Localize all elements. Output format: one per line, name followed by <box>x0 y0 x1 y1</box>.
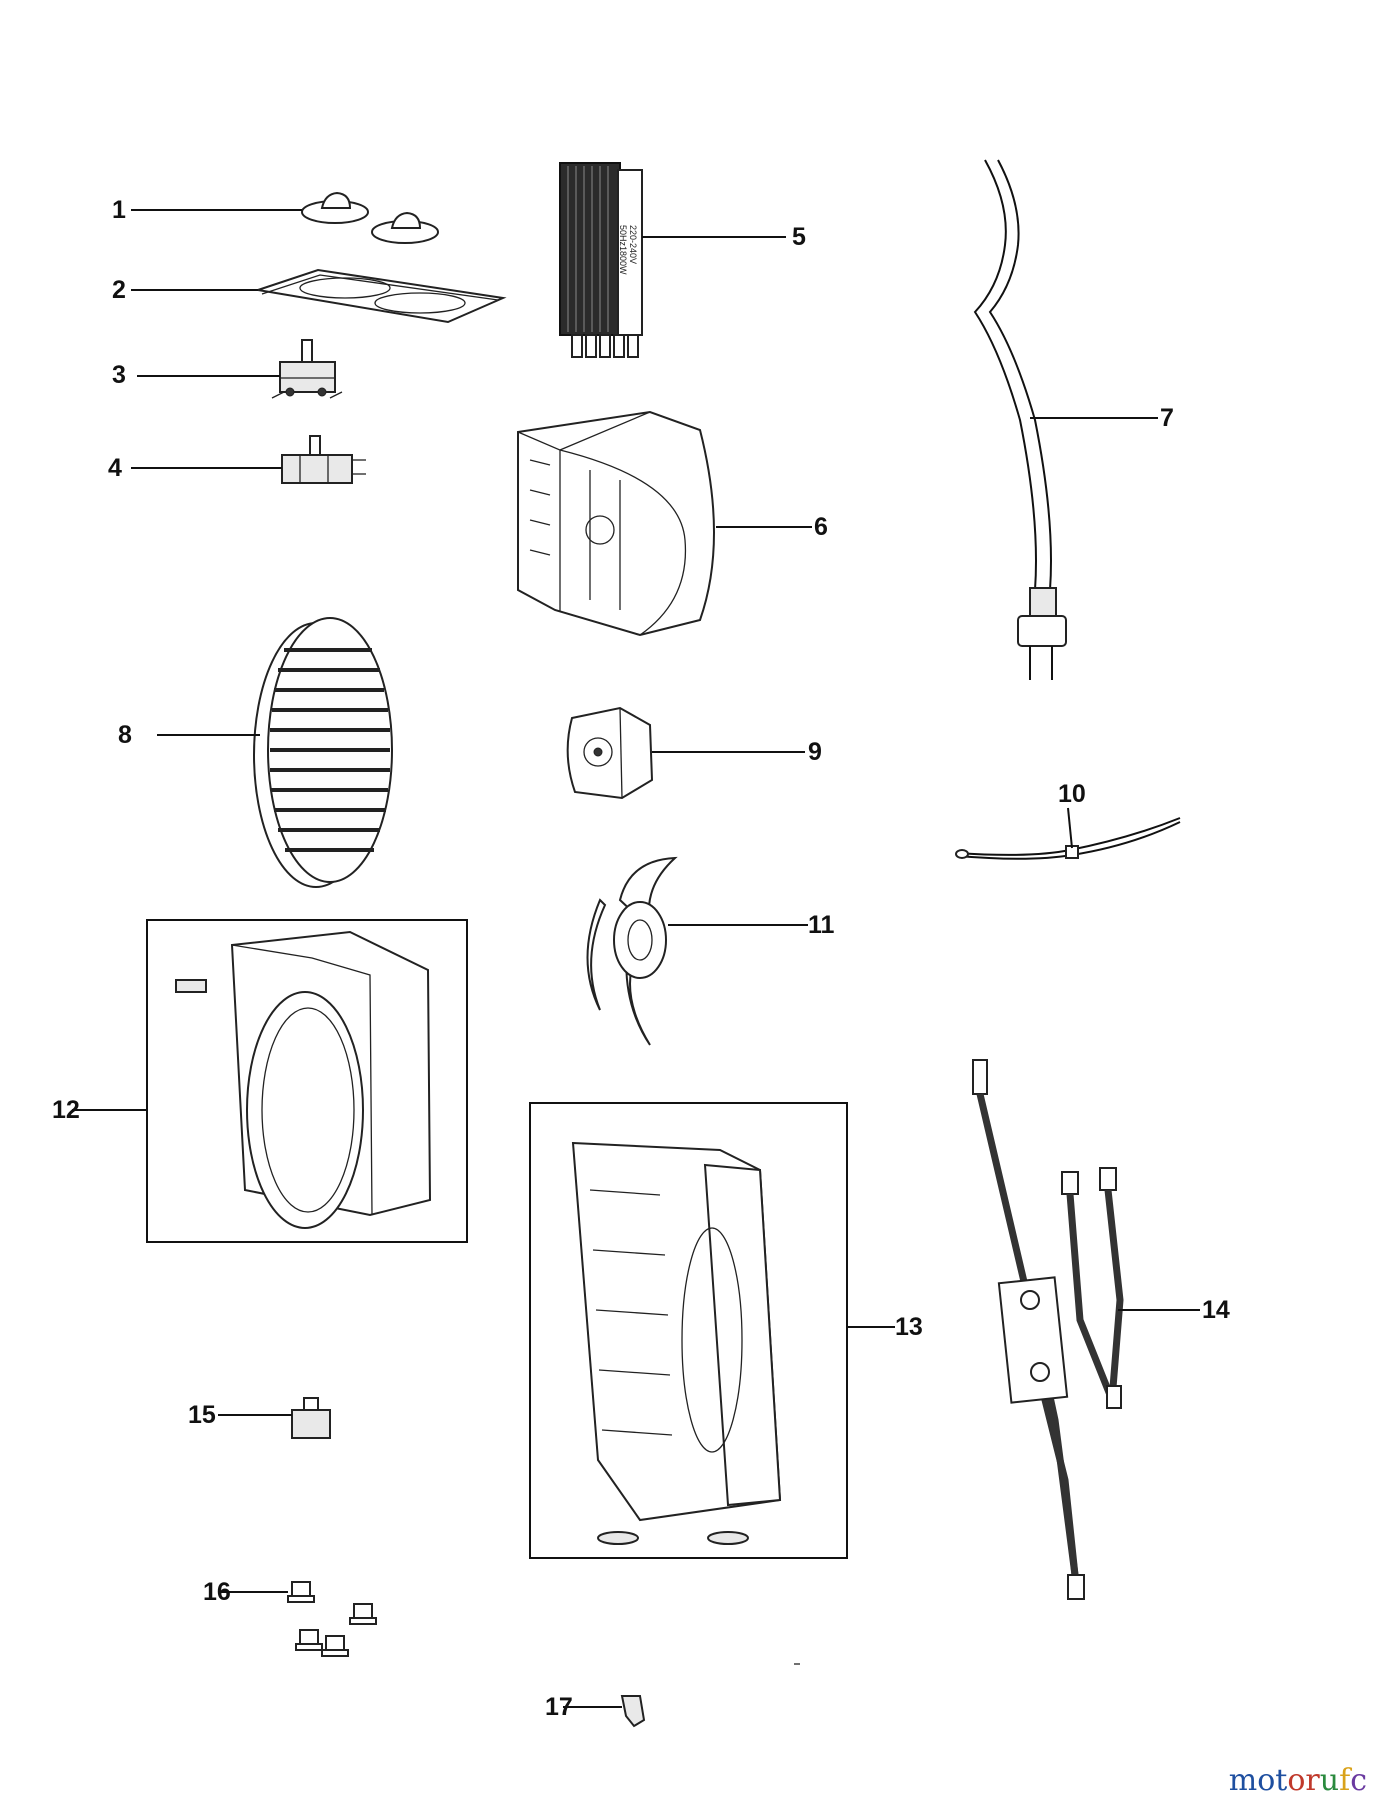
callout-9: 12 <box>52 1096 80 1124</box>
watermark-part-4: f <box>1339 1763 1351 1798</box>
callout-11: 15 <box>188 1401 216 1429</box>
callout-10: 8 <box>118 721 132 749</box>
callout-7: 7 <box>1160 404 1174 432</box>
part-4-switch <box>281 435 366 484</box>
callout-3: 1 <box>112 196 126 224</box>
part-1-thermal-fuse <box>955 817 1181 860</box>
watermark-part-5: c <box>1350 1763 1367 1798</box>
heater-rating-line2: 50Hz1800W <box>618 225 628 275</box>
part-9-rear-housing <box>175 930 432 1229</box>
callout-5: 17 <box>545 1693 573 1721</box>
callout-4: 4 <box>108 454 122 482</box>
callout-1: 10 <box>1058 780 1086 808</box>
part-16-fan-blade <box>586 856 678 1046</box>
callout-13: 5 <box>792 223 806 251</box>
motoruf-watermark: motorufc <box>1229 1763 1367 1798</box>
leader-1 <box>1067 807 1073 849</box>
callout-17: 14 <box>1202 1296 1230 1324</box>
part-8-thermostat <box>271 339 343 399</box>
part-7-power-cord <box>973 159 1067 680</box>
part-15-motor <box>566 706 664 800</box>
part-11-tip-switch <box>291 1397 331 1439</box>
part-12-box <box>529 1102 848 1559</box>
part-12-base-housing <box>571 1141 782 1545</box>
callout-12: 13 <box>895 1313 923 1341</box>
heater-rating-line1: 220-240V <box>628 225 638 264</box>
callout-14: 6 <box>814 513 828 541</box>
watermark-part-3: u <box>1319 1763 1340 1798</box>
part-13-heating-element: 220-240V 50Hz1800W <box>559 162 643 358</box>
part-5-clip <box>620 1695 646 1728</box>
callout-15: 9 <box>808 738 822 766</box>
callout-6: 16 <box>203 1578 231 1606</box>
callout-2: 2 <box>112 276 126 304</box>
part-14-fan-housing <box>517 410 715 637</box>
callout-16: 11 <box>808 911 835 939</box>
part-9-box <box>146 919 468 1243</box>
watermark-part-1: mot <box>1228 1763 1288 1798</box>
callout-8: 3 <box>112 361 126 389</box>
part-6-feet <box>287 1581 377 1657</box>
watermark-part-2: or <box>1287 1763 1320 1798</box>
part-2-control-plate <box>257 268 507 324</box>
part-10-front-grille <box>253 617 393 888</box>
part-17-wiring-harness <box>972 1059 1124 1600</box>
part-3-knobs <box>301 191 439 244</box>
